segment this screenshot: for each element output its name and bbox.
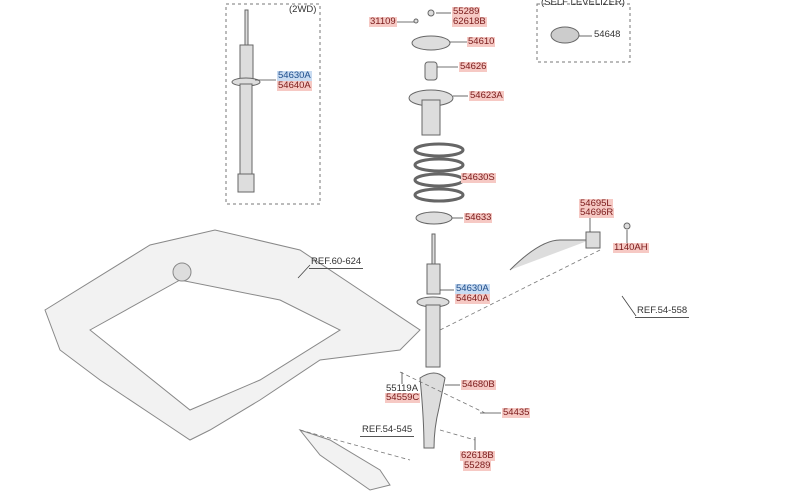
part-label-62618b-top[interactable]: 62618B (452, 16, 487, 27)
part-label-54680b[interactable]: 54680B (461, 379, 496, 390)
strut-2wd (231, 9, 261, 193)
coil-spring (413, 142, 465, 203)
part-label-54630a-2wd[interactable]: 54630A (277, 70, 312, 81)
subframe (44, 229, 421, 491)
knuckle (419, 372, 446, 449)
dust-cover (421, 99, 441, 136)
part-label-54630s[interactable]: 54630S (461, 172, 496, 183)
variant-label-self-levelizer: (SELF LEVELIZER) (541, 0, 625, 8)
ref-link-54-545[interactable]: REF.54-545 (360, 424, 415, 437)
variant-box-self-levelizer (536, 3, 631, 63)
part-label-54626[interactable]: 54626 (459, 61, 488, 72)
height-sensor (509, 222, 631, 271)
spring-pad (415, 211, 453, 225)
part-label-54696r[interactable]: 54696R (579, 207, 615, 218)
part-label-55289-top[interactable]: 55289 (452, 6, 481, 17)
lower-arm (298, 428, 391, 491)
strut-mount (411, 35, 451, 51)
part-label-54648[interactable]: 54648 (594, 29, 621, 40)
self-levelizer-cap (550, 26, 580, 44)
part-label-55119a[interactable]: 55119A (386, 383, 419, 394)
ref-link-54-558[interactable]: REF.54-558 (635, 305, 690, 318)
variant-label-2wd: (2WD) (289, 4, 317, 15)
part-label-54633[interactable]: 54633 (464, 212, 493, 223)
part-label-54559c[interactable]: 54559C (385, 392, 421, 403)
part-label-54435[interactable]: 54435 (502, 407, 531, 418)
part-label-54610[interactable]: 54610 (467, 36, 496, 47)
part-label-54640a-2wd[interactable]: 54640A (277, 80, 312, 91)
bump-stopper (424, 61, 438, 81)
part-label-54623a[interactable]: 54623A (469, 90, 504, 101)
strut-main (416, 233, 450, 368)
part-label-55289-bottom[interactable]: 55289 (463, 460, 492, 471)
part-label-1140ah[interactable]: 1140AH (613, 242, 649, 253)
part-label-54695l[interactable]: 54695L (579, 198, 613, 209)
variant-box-2wd (225, 3, 321, 205)
ref-link-60-624[interactable]: REF.60-624 (309, 256, 364, 269)
part-label-31109[interactable]: 31109 (369, 16, 397, 27)
part-label-54630a[interactable]: 54630A (455, 283, 490, 294)
part-label-62618b-bottom[interactable]: 62618B (460, 450, 495, 461)
part-label-54640a[interactable]: 54640A (455, 293, 490, 304)
